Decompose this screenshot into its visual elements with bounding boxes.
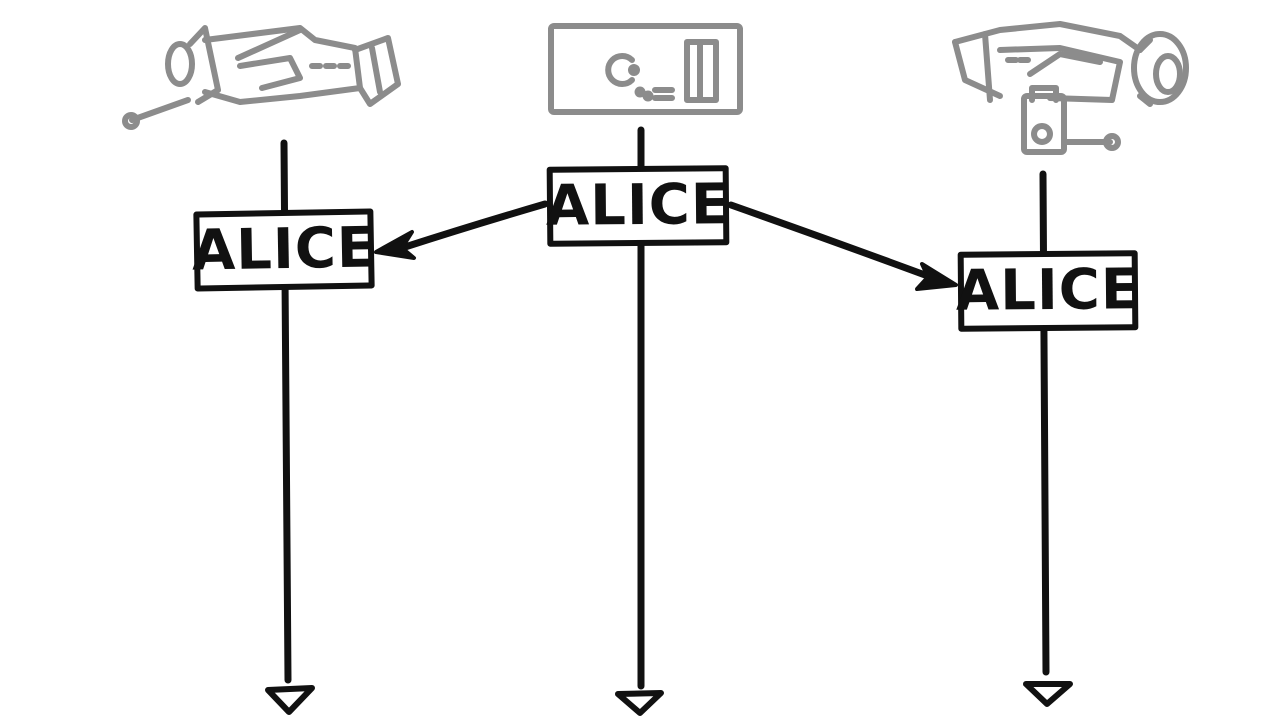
node-label-center: ALICE [546, 165, 730, 247]
node-label-right: ALICE [956, 250, 1140, 332]
camera-icon [952, 21, 1189, 155]
camera-icon [122, 25, 401, 130]
arrow-center-to-left [374, 200, 549, 260]
server-console-icon [548, 23, 743, 115]
timeline-end-arrow-center [615, 690, 664, 716]
timeline-end-arrow-left [265, 685, 315, 715]
timeline-end-arrow-right [1023, 681, 1073, 707]
node-label-left: ALICE [191, 208, 377, 292]
timeline-right [1039, 170, 1050, 676]
arrow-center-to-right [727, 201, 958, 291]
